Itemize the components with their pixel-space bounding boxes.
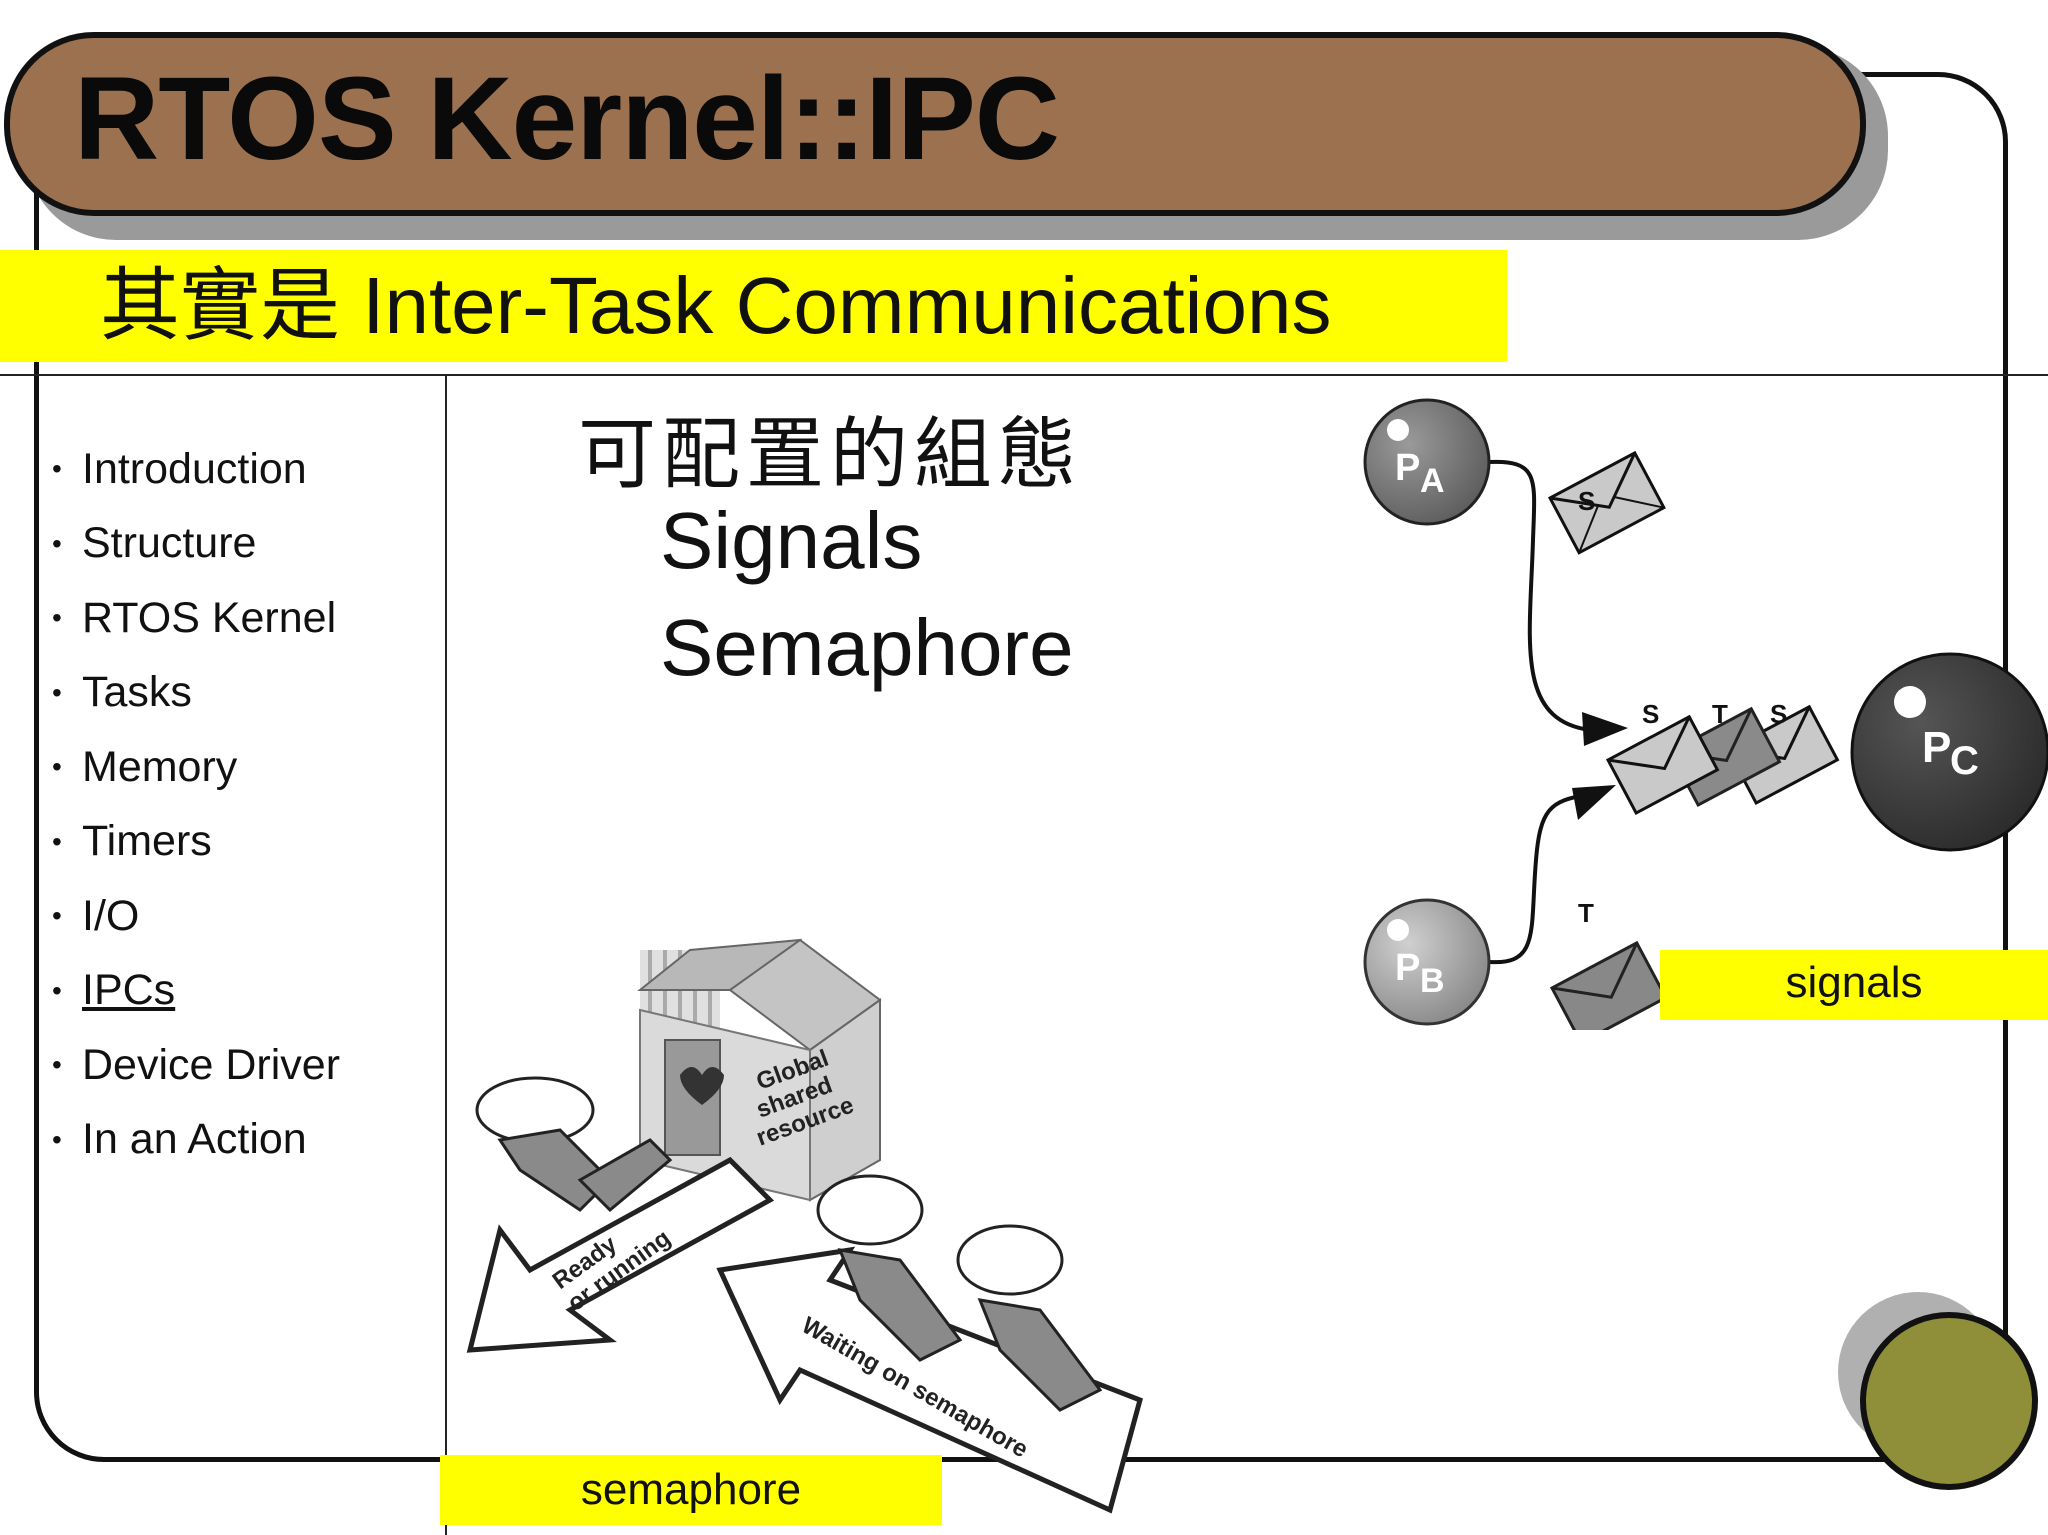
sidebar-item-rtos-kernel[interactable]: • RTOS Kernel xyxy=(52,581,432,656)
envelope-label-t: T xyxy=(1578,898,1594,928)
envelope-icon xyxy=(1605,714,1720,816)
process-a-subscript: A xyxy=(1420,462,1445,500)
sidebar-item-label: Device Driver xyxy=(82,1040,341,1089)
bullet-icon: • xyxy=(52,453,62,485)
header-divider xyxy=(0,374,2048,376)
topic-item-semaphore: Semaphore xyxy=(660,603,1074,692)
signal-path-b xyxy=(1489,793,1589,965)
queue-label: S xyxy=(1770,699,1787,729)
ready-arrow xyxy=(466,1156,775,1353)
bullet-icon: • xyxy=(52,602,62,634)
sidebar-item-in-an-action[interactable]: • In an Action xyxy=(52,1103,432,1178)
sidebar-item-io[interactable]: • I/O xyxy=(52,879,432,954)
process-b-subscript: B xyxy=(1420,962,1445,1000)
bullet-icon: • xyxy=(52,676,62,708)
sidebar-item-introduction[interactable]: • Introduction xyxy=(52,432,432,507)
bullet-icon: • xyxy=(52,527,62,559)
sidebar-item-memory[interactable]: • Memory xyxy=(52,730,432,805)
sidebar-item-device-driver[interactable]: • Device Driver xyxy=(52,1028,432,1103)
signals-caption: signals xyxy=(1785,958,1923,1007)
slide-subtitle: 其實是 Inter-Task Communications xyxy=(100,261,1332,350)
sidebar-item-label: RTOS Kernel xyxy=(82,593,337,642)
sidebar-item-tasks[interactable]: • Tasks xyxy=(52,656,432,731)
arrowhead-icon xyxy=(1572,785,1616,820)
sidebar-item-label: IPCs xyxy=(82,966,176,1015)
sidebar-divider xyxy=(445,376,447,1535)
queue-label: T xyxy=(1712,699,1728,729)
signal-path-a xyxy=(1489,459,1591,732)
signals-caption-highlight xyxy=(1660,950,2048,1020)
topic-heading: 可配置的組態 xyxy=(578,410,1083,500)
signals-diagram: P A P B P C S T S T S xyxy=(1363,398,2048,1030)
process-b-node: P B xyxy=(1363,898,1491,1026)
process-a-node: P A xyxy=(1363,398,1491,526)
envelope-icon xyxy=(1549,940,1668,1030)
bullet-icon: • xyxy=(52,751,62,783)
sidebar-item-structure[interactable]: • Structure xyxy=(52,507,432,582)
bullet-icon: • xyxy=(52,900,62,932)
process-c-subscript: C xyxy=(1950,739,1979,783)
title-banner xyxy=(4,32,1866,216)
semaphore-caption: semaphore xyxy=(580,1465,802,1514)
sidebar-item-label: I/O xyxy=(82,891,140,940)
sidebar-item-label: Structure xyxy=(82,519,257,568)
semaphore-illustration: Global shared resource Ready or running … xyxy=(466,938,1144,1514)
queue-label: S xyxy=(1642,699,1659,729)
sidebar-item-timers[interactable]: • Timers xyxy=(52,805,432,880)
sidebar-item-label: Tasks xyxy=(82,668,192,717)
process-c-letter: P xyxy=(1922,723,1951,772)
envelope-icon xyxy=(1547,450,1666,555)
sidebar-item-label: Memory xyxy=(82,742,238,791)
slide-title: RTOS Kernel::IPC xyxy=(74,53,1060,185)
sidebar-nav: • Introduction • Structure • RTOS Kernel • T… xyxy=(52,432,432,1177)
process-c-node: P C xyxy=(1850,652,2048,852)
decorative-circle xyxy=(1860,1312,2038,1490)
heart-icon xyxy=(680,1067,724,1105)
sidebar-item-ipcs[interactable]: • IPCs xyxy=(52,954,432,1029)
sidebar-item-label: Timers xyxy=(82,817,212,866)
arrowhead-icon xyxy=(1582,712,1628,746)
topic-item-signals: Signals xyxy=(660,496,923,585)
sidebar-item-label: Introduction xyxy=(82,444,307,493)
bullet-icon: • xyxy=(52,825,62,857)
subtitle-highlight xyxy=(0,250,1507,362)
running-figure xyxy=(475,1076,673,1213)
semaphore-caption-highlight xyxy=(440,1455,942,1525)
bullet-icon: • xyxy=(52,1123,62,1155)
sidebar-item-label: In an Action xyxy=(82,1115,307,1164)
bullet-icon: • xyxy=(52,974,62,1006)
waiting-figure xyxy=(816,1174,1103,1412)
shared-resource-house xyxy=(637,938,882,1202)
process-a-letter: P xyxy=(1395,447,1420,489)
bullet-icon: • xyxy=(52,1049,62,1081)
envelope-label-s: S xyxy=(1578,486,1595,516)
process-b-letter: P xyxy=(1395,947,1420,989)
